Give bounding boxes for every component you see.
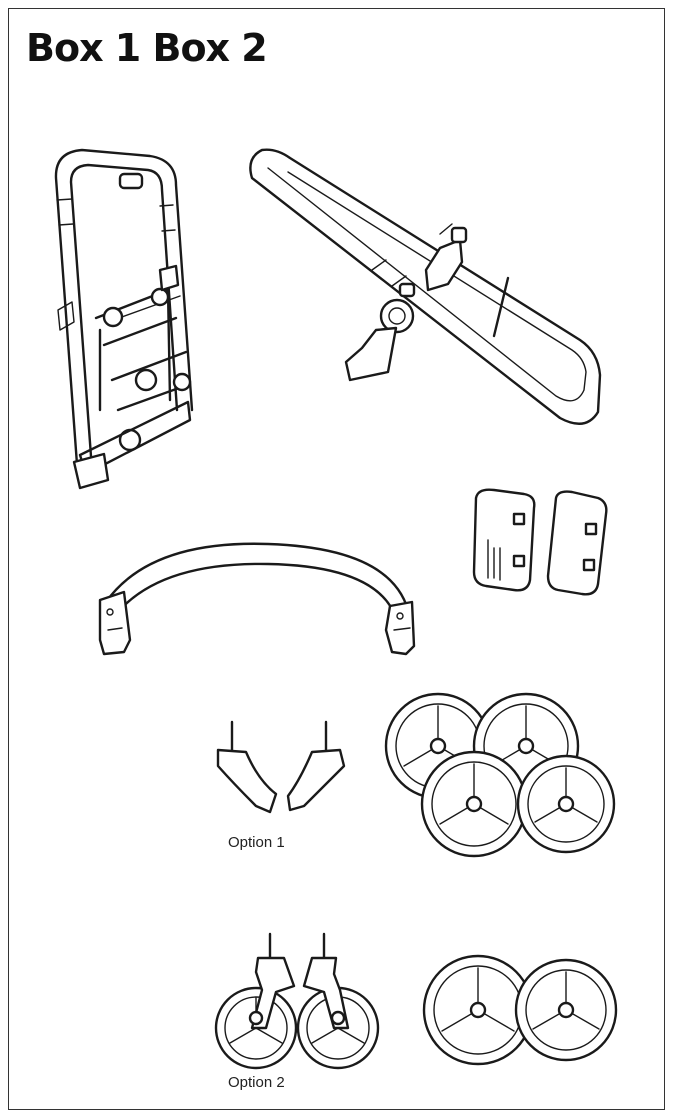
bumper-bar — [249, 148, 602, 425]
page-title: Box 1 Box 2 — [26, 26, 268, 70]
option-2-caption: Option 2 — [228, 1074, 285, 1091]
option-1-wheels — [384, 692, 616, 858]
option-2-swivel-wheels — [214, 932, 380, 1070]
option-1-caption: Option 1 — [228, 834, 285, 851]
folded-chassis-frame — [54, 148, 194, 490]
option-1-forks — [216, 720, 346, 814]
curved-handlebar — [98, 542, 416, 656]
end-caps — [472, 488, 608, 596]
option-2-wheels — [422, 954, 618, 1066]
